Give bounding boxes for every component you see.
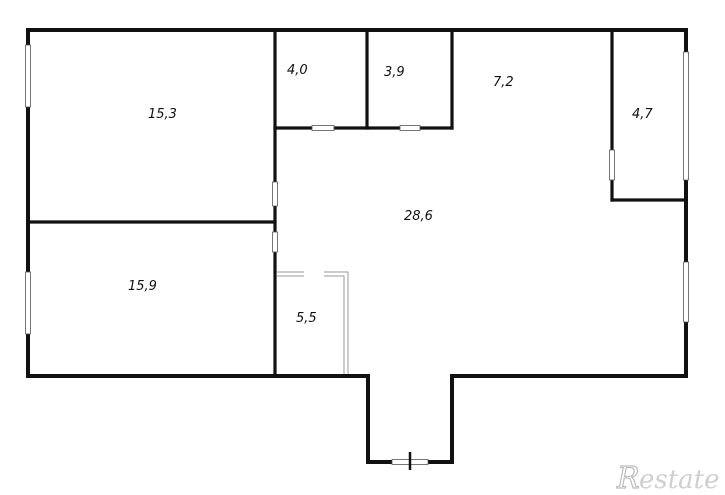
window-balcony (683, 51, 689, 181)
bath-partition (277, 271, 349, 374)
area-balcony: 4,7 (632, 107, 653, 122)
doors (272, 125, 429, 470)
logo-text: estate (639, 465, 720, 495)
door-bedroom-2 (272, 231, 278, 253)
interior-walls (26, 28, 688, 378)
area-bedroom-2: 15,9 (128, 279, 157, 294)
window-balcony-inner (609, 149, 615, 181)
window-bedroom-1 (25, 44, 31, 108)
window-living (683, 261, 689, 323)
door-closet-2 (399, 125, 421, 131)
area-living: 28,6 (404, 209, 433, 224)
area-bath: 5,5 (296, 311, 317, 326)
door-closet-1 (311, 125, 335, 131)
outer-walls (26, 28, 688, 464)
area-bedroom-1: 15,3 (148, 107, 177, 122)
area-closet-2: 3,9 (384, 65, 405, 80)
restate-logo: R estate (615, 460, 720, 495)
area-kitchen: 7,2 (493, 75, 514, 90)
window-bedroom-2 (25, 271, 31, 335)
logo-initial: R (616, 461, 640, 495)
area-closet-1: 4,0 (287, 63, 308, 78)
area-labels: 15,3 15,9 4,0 3,9 7,2 4,7 28,6 5,5 (128, 63, 653, 326)
windows (25, 44, 689, 335)
door-bedroom-1 (272, 181, 278, 207)
